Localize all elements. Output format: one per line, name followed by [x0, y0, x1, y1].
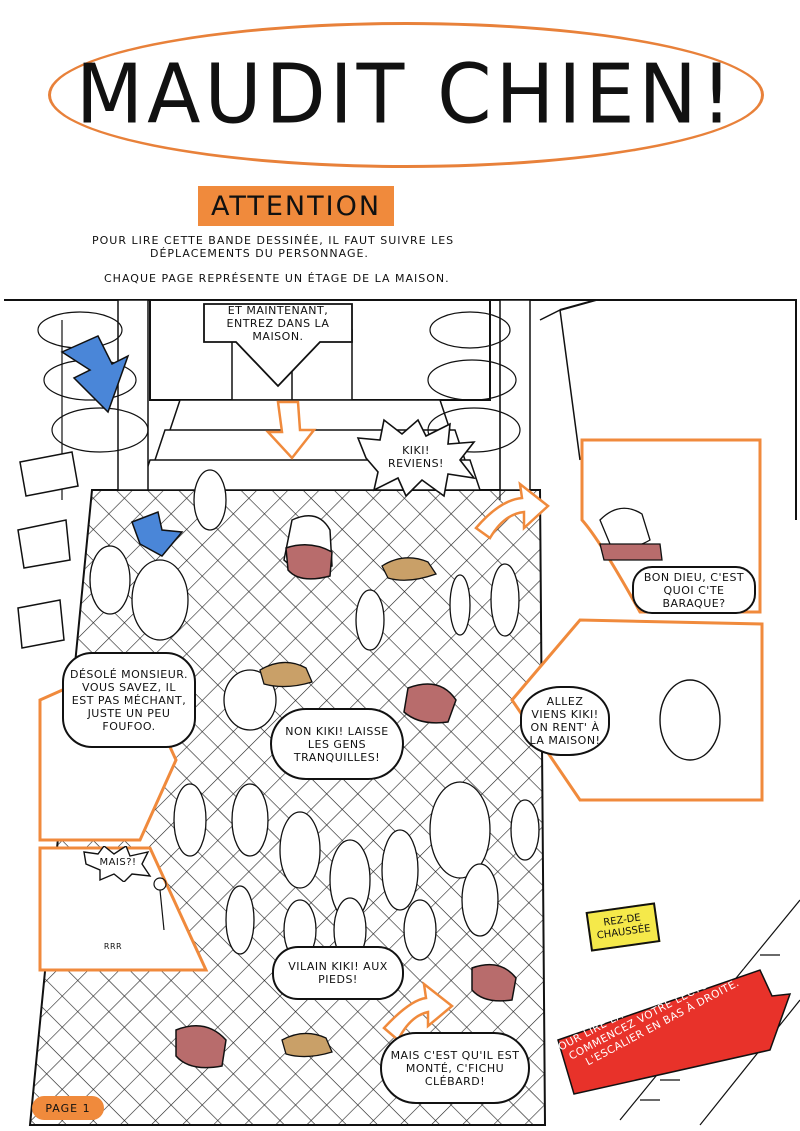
shout-burst-icon: [356, 418, 476, 498]
bubble-vilain: Vilain Kiki! Aux pieds!: [272, 946, 404, 1000]
surprise-burst-icon: [83, 846, 152, 882]
bubble-mais: Mais?!: [99, 857, 137, 868]
intro-line-3: Chaque page représente un étage de la ma…: [104, 272, 450, 285]
page-number-badge: PAGE 1: [32, 1096, 104, 1120]
intro-line-2: déplacements du personnage.: [150, 247, 369, 260]
bubble-entrez: Et maintenant, entrez dans la maison.: [226, 304, 330, 343]
bubble-desole: Désolé monsieur. Vous savez, il est pas …: [62, 652, 196, 748]
growl-text: rrr: [103, 942, 123, 951]
title-oval: MAUDIT CHIEN!: [48, 22, 764, 168]
bubble-mais-cest: Mais c'est qu'il est monté, c'fichu cléb…: [380, 1032, 530, 1104]
bubble-kiki-reviens: Kiki! Reviens!: [388, 444, 444, 470]
down-arrow-icon: [203, 303, 353, 388]
bubble-allez-viens: Allez viens Kiki! On rent' à la maison!: [520, 686, 610, 756]
attention-banner: ATTENTION: [198, 186, 394, 226]
intro-line-1: Pour lire cette bande dessinée, il faut …: [92, 234, 455, 247]
bubble-non-kiki: Non Kiki! Laisse les gens tranquilles!: [270, 708, 404, 780]
entrez-arrow-frame: Et maintenant, entrez dans la maison.: [202, 302, 354, 388]
bubble-bon-dieu: Bon Dieu, c'est quoi c'te baraque?: [632, 566, 756, 614]
comic-title: MAUDIT CHIEN!: [75, 47, 737, 143]
